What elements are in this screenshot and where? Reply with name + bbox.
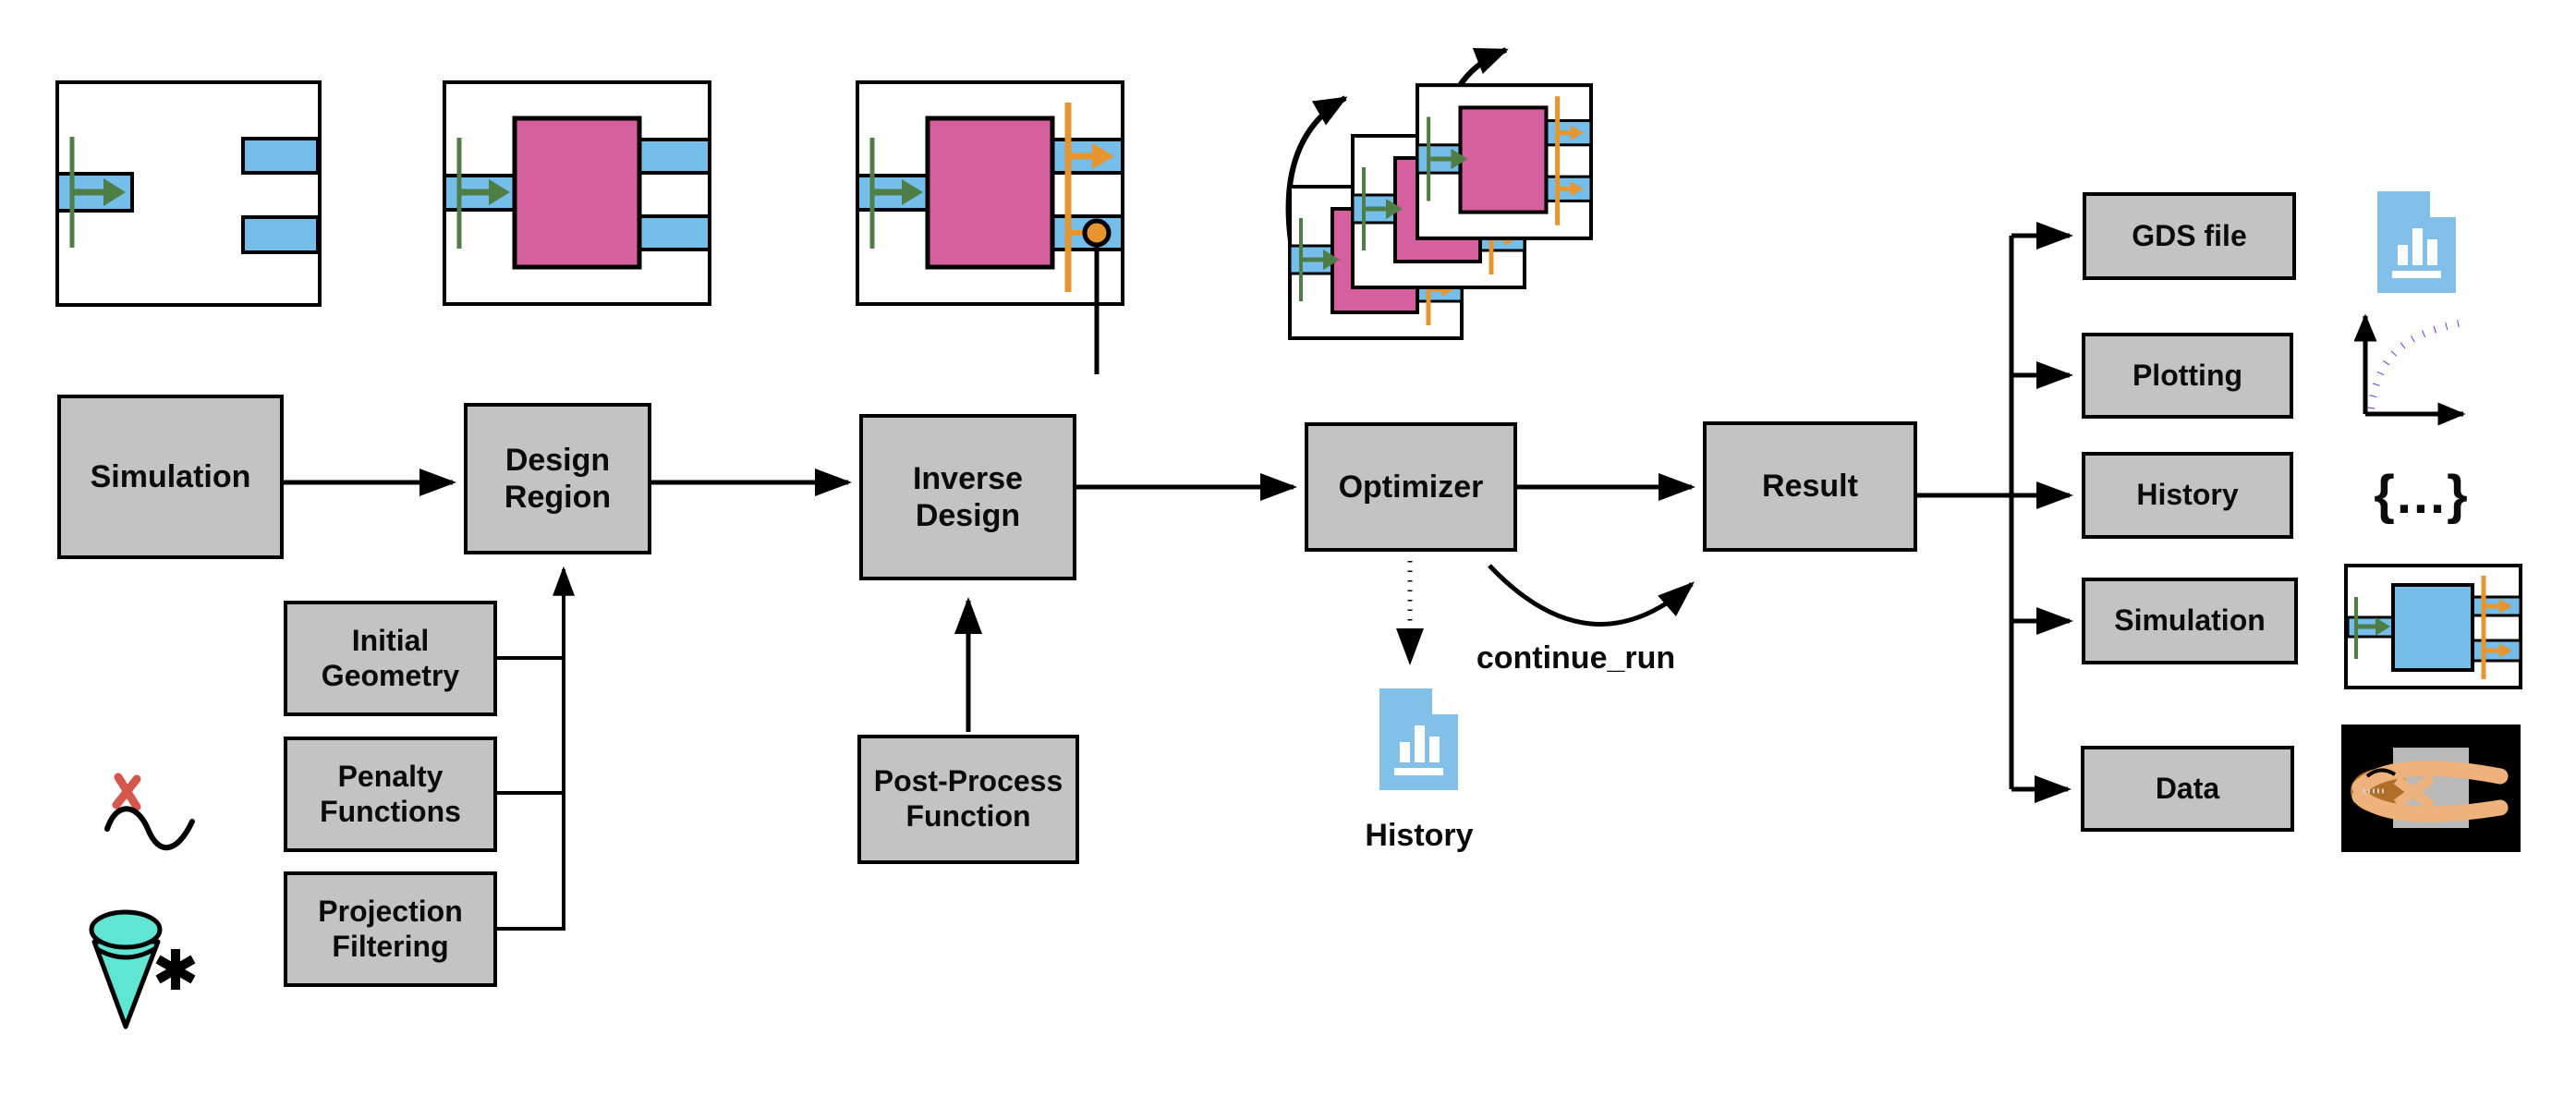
design-region-rect	[512, 116, 642, 270]
output-box-simulation: Simulation	[2082, 578, 2298, 664]
schematic-stack-front	[1416, 83, 1593, 240]
design-region-rect	[925, 116, 1055, 270]
penalty-squiggle-icon	[104, 773, 195, 850]
input-box-post-process-function: Post-Process Function	[857, 735, 1079, 864]
flow-box-simulation: Simulation	[57, 395, 284, 559]
output-box-history: History	[2082, 452, 2293, 539]
data-field-icon	[2341, 725, 2521, 852]
projection-cone-icon	[89, 909, 196, 1029]
output-box-data: Data	[2081, 746, 2294, 832]
probe-point-icon	[1082, 218, 1112, 248]
input-box-initial-geometry: Initial Geometry	[284, 601, 497, 716]
braces-icon: {...}	[2374, 465, 2470, 525]
plot-icon	[2354, 313, 2470, 426]
flow-box-result: Result	[1703, 421, 1917, 552]
continue-run-label: continue_run	[1476, 640, 1676, 676]
input-box-penalty-functions: Penalty Functions	[284, 737, 497, 852]
gds-file-icon	[2377, 191, 2456, 293]
dotted-curve-icon	[2367, 318, 2470, 409]
simulation-result-icon	[2344, 564, 2522, 689]
input-box-projection-filtering: Projection Filtering	[284, 871, 497, 987]
schematic-design-region	[443, 80, 711, 306]
history-file-icon	[1379, 688, 1458, 790]
asterisk-icon	[155, 949, 196, 990]
output-box-gds-file: GDS file	[2083, 192, 2296, 280]
schematic-with-monitors	[856, 80, 1124, 374]
flow-box-inverse-design: Inverse Design	[859, 414, 1076, 580]
flow-box-optimizer: Optimizer	[1305, 422, 1517, 552]
output-box-plotting: Plotting	[2082, 333, 2293, 419]
flow-box-design-region: Design Region	[464, 403, 651, 554]
history-caption: History	[1365, 818, 1474, 853]
schematic-initial-simulation	[55, 80, 322, 307]
